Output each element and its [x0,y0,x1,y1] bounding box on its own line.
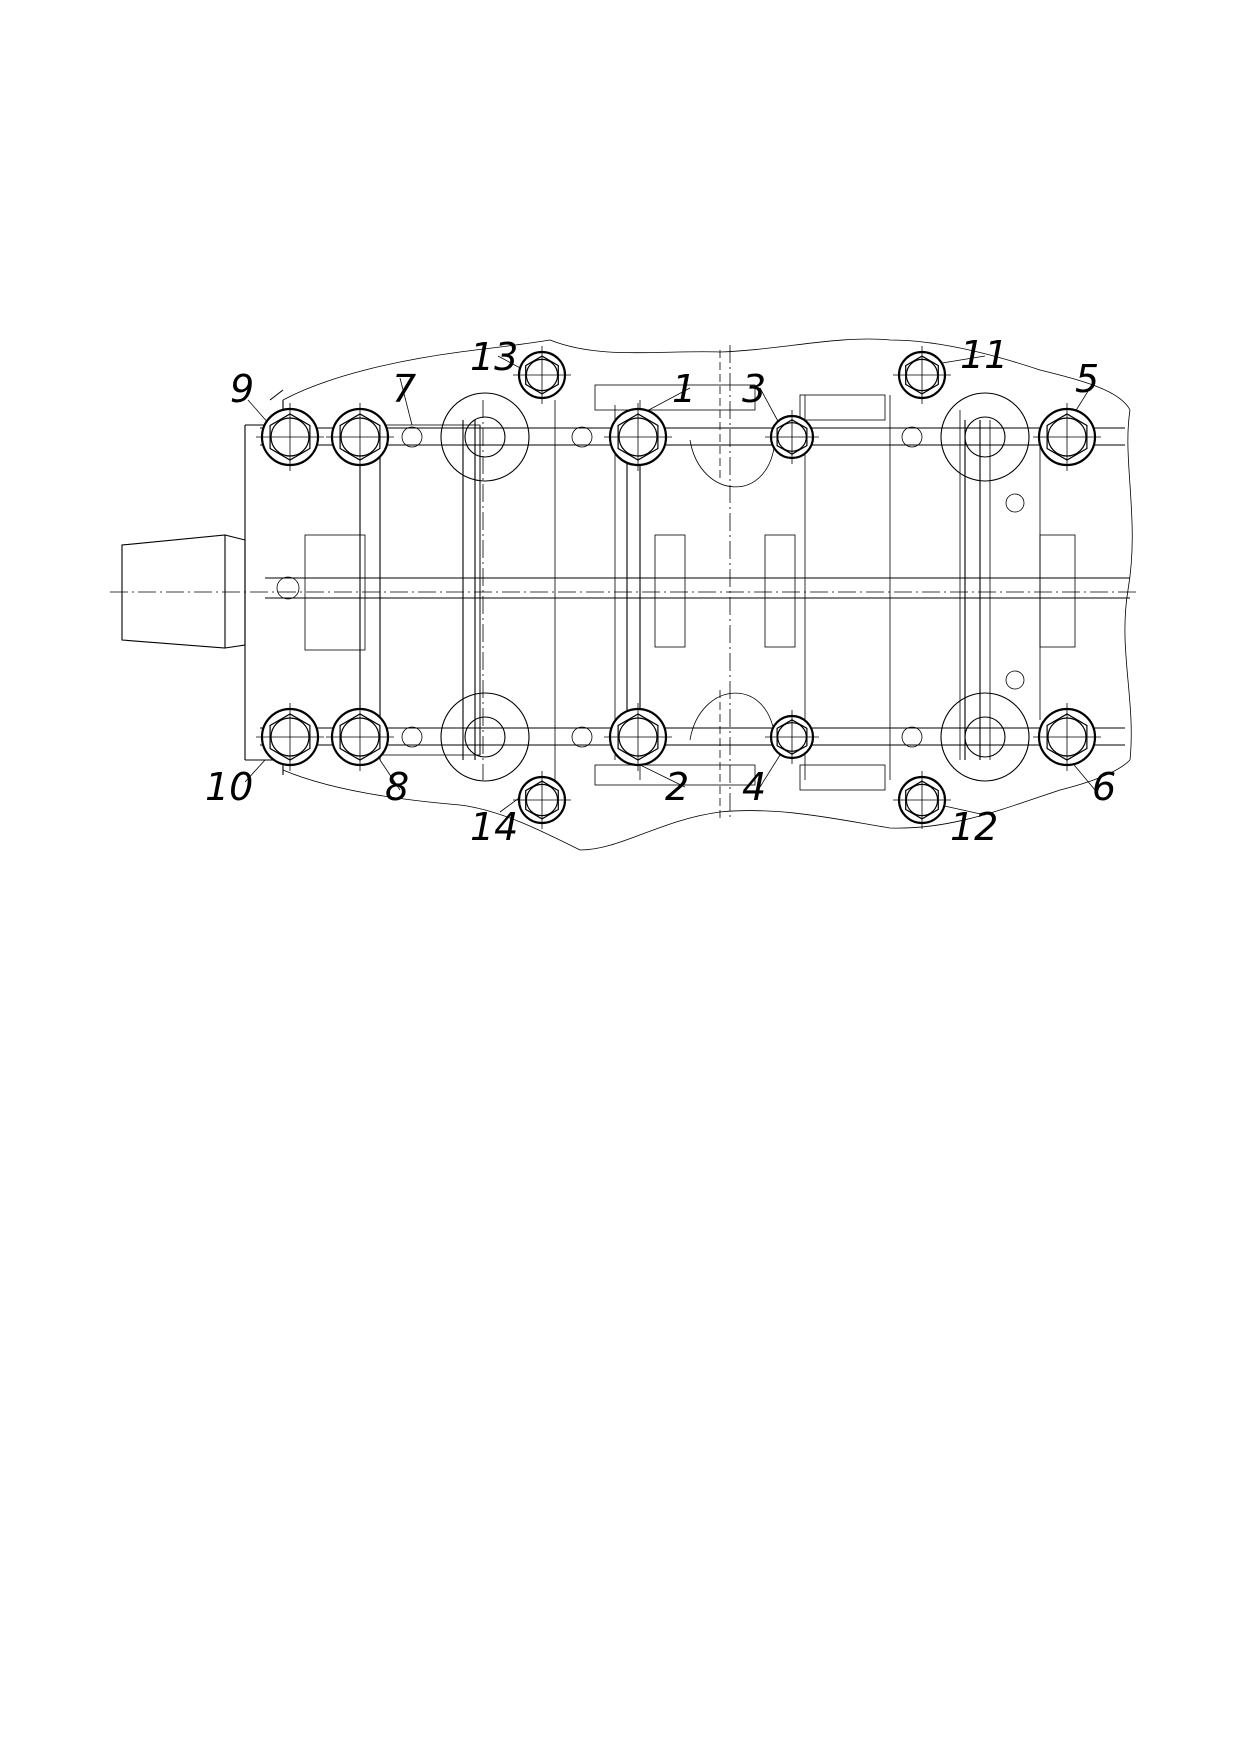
callout-1: 1 [672,367,696,411]
bolt-head [604,703,672,771]
callout-8: 8 [385,765,409,809]
callout-12: 12 [950,805,998,849]
bolt-head [893,346,951,404]
bolt-head [513,771,571,829]
bolt-head [765,710,819,764]
callout-11: 11 [960,333,1008,377]
bolt-head [893,771,951,829]
callout-4: 4 [742,765,766,809]
bolt-heads [256,346,1101,829]
callout-labels: 1 2 3 4 5 6 7 8 9 10 11 12 13 14 [205,333,1116,849]
callout-14: 14 [470,805,518,849]
callout-2: 2 [665,765,689,809]
callout-10: 10 [205,765,253,809]
body-frame [304,384,1076,791]
bolt-head [256,403,324,471]
bolt-head [604,403,672,471]
bolt-head [1033,403,1101,471]
callout-3: 3 [742,367,766,411]
bolt-head [326,703,394,771]
bolt-head [1033,703,1101,771]
bolt-head [256,703,324,771]
rails [260,420,1130,760]
bolt-head [513,346,571,404]
input-shaft [110,534,1140,649]
callout-13: 13 [470,335,518,379]
callout-9: 9 [230,367,254,411]
bolt-head [326,403,394,471]
callout-7: 7 [392,367,416,411]
bolt-head [765,410,819,464]
center-lines [482,345,731,820]
bearing-bosses [276,392,1030,782]
callout-6: 6 [1092,765,1116,809]
callout-5: 5 [1075,357,1099,401]
